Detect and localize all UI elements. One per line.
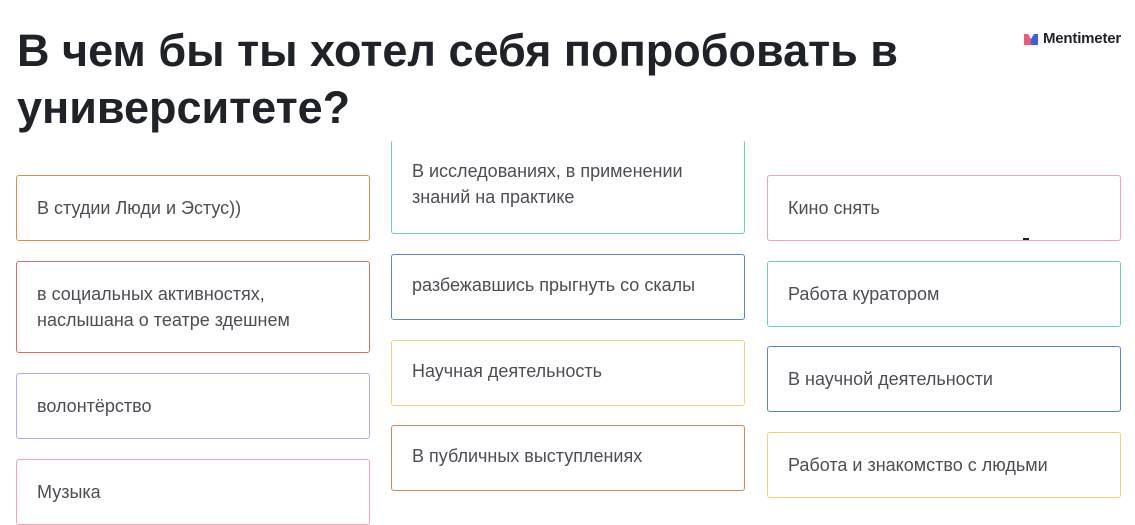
mentimeter-logo: Mentimeter (1024, 30, 1121, 47)
mentimeter-logo-icon (1024, 33, 1038, 45)
response-text: Кино снять (788, 198, 880, 218)
response-card: Музыка (16, 459, 370, 525)
response-text: в социальных активностях, наслышана о те… (37, 284, 290, 330)
response-text: В научной деятельности (788, 369, 993, 389)
response-card: В исследованиях, в применении знаний на … (391, 140, 745, 234)
question-title: В чем бы ты хотел себя попробовать в уни… (17, 25, 898, 133)
response-text: В исследованиях, в применении знаний на … (412, 161, 683, 207)
response-text: Музыка (37, 482, 101, 502)
response-card: В публичных выступлениях (391, 425, 745, 491)
response-text: В публичных выступлениях (412, 446, 643, 466)
brand-name: Mentimeter (1043, 30, 1122, 47)
response-card: Кино снять (767, 175, 1121, 241)
response-text: разбежавшись прыгнуть со скалы (412, 275, 696, 295)
response-card: В научной деятельности (767, 346, 1121, 412)
response-text: Научная деятельность (412, 361, 603, 381)
response-text: Работа куратором (788, 284, 940, 304)
response-card: волонтёрство (16, 373, 370, 439)
response-card: Работа куратором (767, 261, 1121, 327)
response-card: разбежавшись прыгнуть со скалы (391, 254, 745, 320)
cursor-mark (1023, 238, 1029, 240)
response-text: В студии Люди и Эстус)) (37, 198, 242, 218)
response-text: волонтёрство (37, 396, 152, 416)
response-card: В студии Люди и Эстус)) (16, 175, 370, 241)
response-card: Научная деятельность (391, 340, 745, 406)
response-card: в социальных активностях, наслышана о те… (16, 261, 370, 353)
response-text: Работа и знакомство с людьми (788, 455, 1048, 475)
response-card: Работа и знакомство с людьми (767, 432, 1121, 498)
